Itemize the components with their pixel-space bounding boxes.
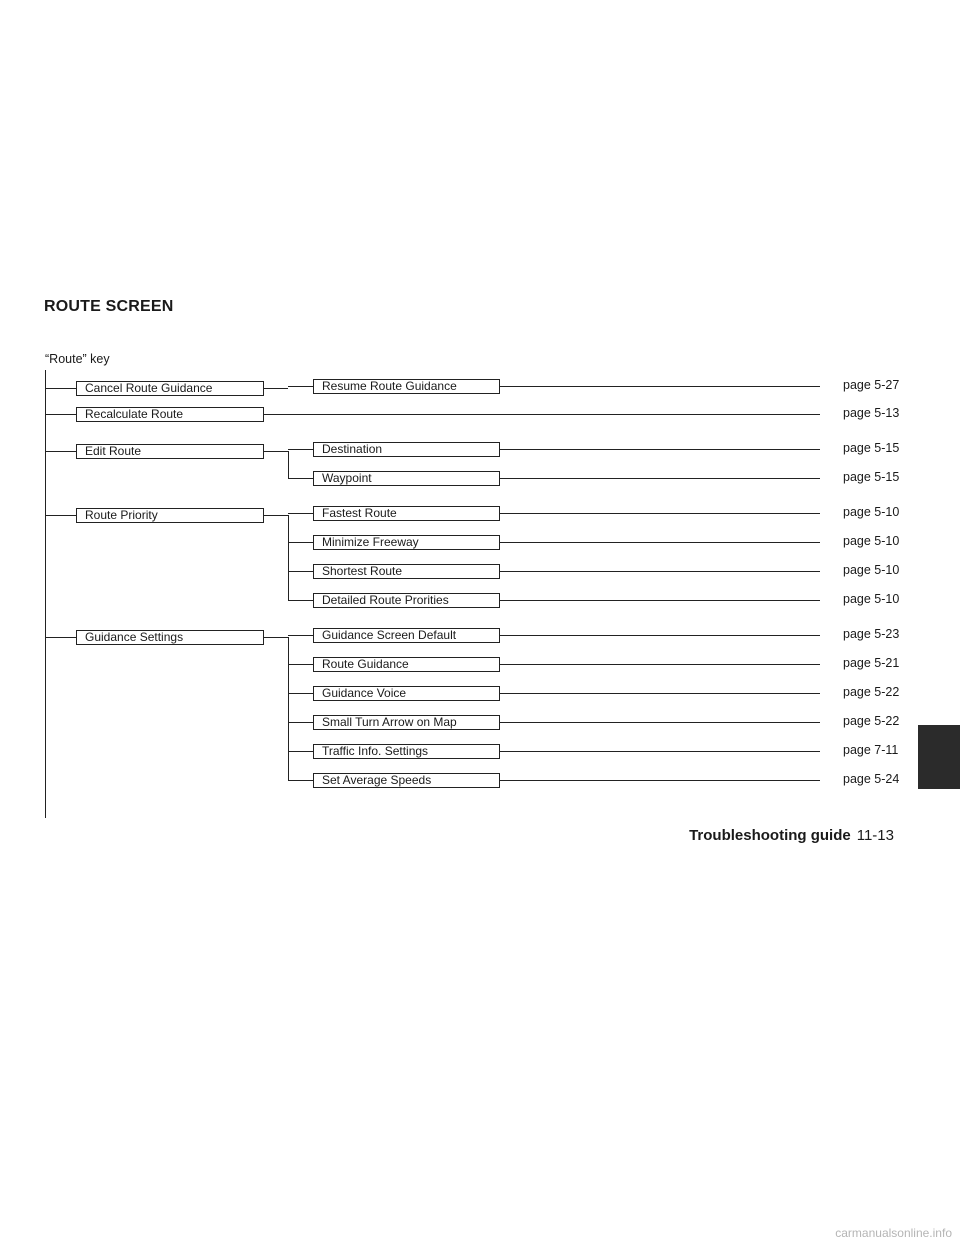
page-reference: page 5-13: [843, 406, 900, 420]
trunk-connector: [45, 414, 76, 415]
submenu-item-box: Small Turn Arrow on Map: [313, 714, 500, 730]
branch-connector: [264, 515, 288, 516]
branch-connector: [288, 664, 313, 665]
page-footer: Troubleshooting guide 11-13: [689, 827, 894, 844]
branch-connector: [288, 386, 313, 387]
page-reference: page 5-24: [843, 772, 900, 786]
branch-connector: [264, 451, 288, 452]
submenu-item-box: Resume Route Guidance: [313, 378, 500, 394]
branch-connector: [288, 722, 313, 723]
submenu-item-box: Guidance Screen Default: [313, 627, 500, 643]
submenu-item-box: Guidance Voice: [313, 685, 500, 701]
submenu-item-box: Destination: [313, 441, 500, 457]
submenu-item-box: Shortest Route: [313, 563, 500, 579]
leader-line: [500, 571, 820, 572]
trunk-connector: [45, 515, 76, 516]
menu-item-box: Route Priority: [76, 507, 264, 523]
root-label: “Route” key: [45, 352, 110, 366]
branch-connector: [288, 478, 313, 479]
section-title: ROUTE SCREEN: [44, 298, 174, 315]
page-reference: page 5-10: [843, 534, 900, 548]
branch-connector: [288, 571, 313, 572]
leader-line: [500, 693, 820, 694]
trunk-connector: [45, 451, 76, 452]
page-reference: page 5-10: [843, 505, 900, 519]
leader-line: [500, 600, 820, 601]
leader-line: [500, 513, 820, 514]
leader-line: [500, 635, 820, 636]
menu-item-box: Recalculate Route: [76, 406, 264, 422]
page-reference: page 5-10: [843, 592, 900, 606]
submenu-item-box: Fastest Route: [313, 505, 500, 521]
page-reference: page 5-15: [843, 441, 900, 455]
footer-section-title: Troubleshooting guide: [689, 827, 851, 844]
page-reference: page 5-21: [843, 656, 900, 670]
branch-line: [288, 451, 289, 478]
root-trunk-line: [45, 370, 46, 818]
branch-line: [288, 515, 289, 600]
leader-line: [500, 751, 820, 752]
branch-line: [288, 637, 289, 780]
leader-line: [500, 449, 820, 450]
menu-item-box: Cancel Route Guidance: [76, 380, 264, 396]
branch-connector: [288, 780, 313, 781]
leader-line: [500, 780, 820, 781]
branch-connector: [264, 388, 288, 389]
page-reference: page 5-15: [843, 470, 900, 484]
trunk-connector: [45, 388, 76, 389]
page-reference: page 5-10: [843, 563, 900, 577]
leader-line: [500, 664, 820, 665]
trunk-connector: [45, 637, 76, 638]
watermark: carmanualsonline.info: [835, 1226, 952, 1240]
branch-connector: [288, 513, 313, 514]
branch-connector: [288, 542, 313, 543]
leader-line: [264, 414, 820, 415]
branch-connector: [288, 635, 313, 636]
leader-line: [500, 478, 820, 479]
page-reference: page 5-22: [843, 714, 900, 728]
branch-connector: [264, 637, 288, 638]
submenu-item-box: Set Average Speeds: [313, 772, 500, 788]
menu-item-box: Edit Route: [76, 443, 264, 459]
page-reference: page 5-23: [843, 627, 900, 641]
page-reference: page 5-27: [843, 378, 900, 392]
submenu-item-box: Detailed Route Prorities: [313, 592, 500, 608]
submenu-item-box: Minimize Freeway: [313, 534, 500, 550]
branch-connector: [288, 600, 313, 601]
submenu-item-box: Route Guidance: [313, 656, 500, 672]
menu-item-box: Guidance Settings: [76, 629, 264, 645]
page-reference: page 7-11: [843, 743, 899, 757]
branch-connector: [288, 693, 313, 694]
leader-line: [500, 386, 820, 387]
footer-page-number: 11-13: [856, 827, 894, 844]
chapter-tab: [918, 725, 960, 789]
submenu-item-box: Traffic Info. Settings: [313, 743, 500, 759]
page-reference: page 5-22: [843, 685, 900, 699]
leader-line: [500, 542, 820, 543]
leader-line: [500, 722, 820, 723]
submenu-item-box: Waypoint: [313, 470, 500, 486]
branch-connector: [288, 449, 313, 450]
branch-connector: [288, 751, 313, 752]
